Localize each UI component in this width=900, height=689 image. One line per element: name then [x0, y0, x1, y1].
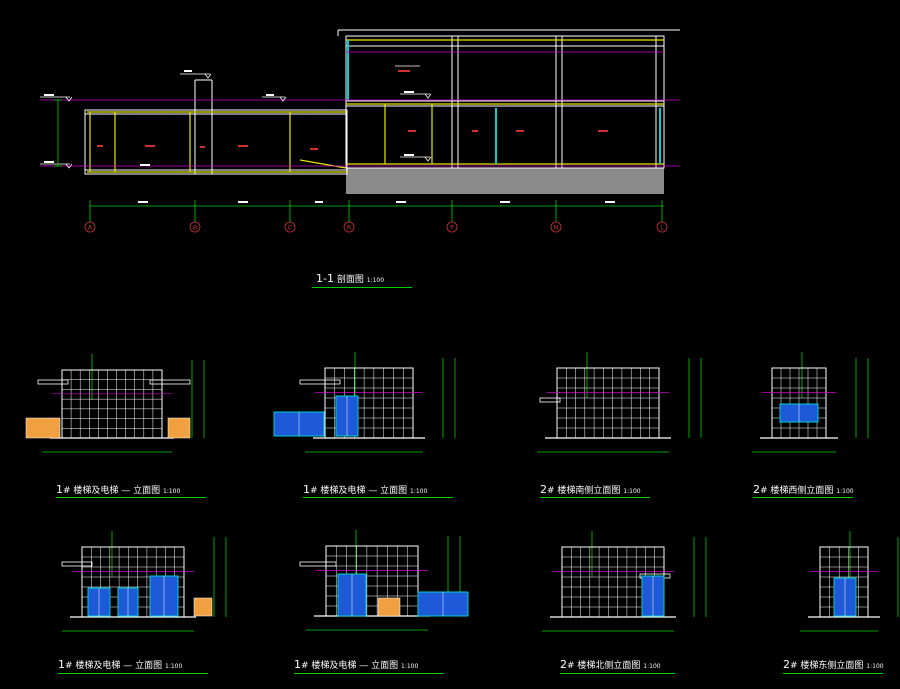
elevation-title-1-underline	[56, 497, 206, 498]
section-dimension-chain	[89, 200, 664, 222]
level-datum-lines	[40, 51, 680, 167]
elevation-title-8-underline	[783, 673, 883, 674]
elevation-title-3: 2# 楼梯南侧立面图 1:100	[540, 483, 641, 496]
equipment-block	[193, 597, 213, 617]
section-title-number: 1-1	[316, 272, 334, 285]
elevation-7	[542, 531, 707, 632]
section-title-underline	[312, 287, 412, 288]
axis-label-3: C	[288, 225, 292, 232]
elevation-title-6: 1# 楼梯及电梯 — 立面图 1:100	[294, 658, 419, 671]
axis-label-4: R	[347, 225, 351, 232]
left-building-yellow-structure	[87, 111, 347, 173]
right-building-outline	[337, 29, 680, 169]
axis-bubble-1: A	[84, 221, 96, 233]
section-title: 1-1 剖面图 1:100	[316, 272, 384, 285]
right-building-yellow-structure	[346, 39, 664, 165]
section-title-scale: 1:100	[366, 277, 385, 284]
canopy	[37, 379, 69, 385]
elevation-title-5: 1# 楼梯及电梯 — 立面图 1:100	[58, 658, 183, 671]
elevation-title-3-underline	[540, 497, 650, 498]
axis-label-1: A	[88, 225, 93, 232]
elevation-6	[299, 530, 469, 631]
axis-label-2: B	[193, 225, 197, 232]
level-text-marks	[44, 70, 414, 166]
facade-outline	[556, 367, 660, 439]
elevation-title-2-underline	[303, 497, 453, 498]
equipment-block	[377, 597, 401, 617]
equipment-block	[167, 417, 191, 439]
axis-bubbles: A B C R P N L	[84, 221, 668, 233]
axis-bubble-7: L	[656, 221, 668, 233]
elevation-title-4-underline	[753, 497, 853, 498]
axis-label-5: P	[450, 225, 454, 232]
canopy	[299, 379, 341, 385]
level-markers	[40, 65, 432, 169]
axis-bubble-4: R	[343, 221, 355, 233]
equipment-block	[25, 417, 61, 439]
section-title-text: 剖面图	[336, 275, 364, 285]
elevation-title-6-underline	[294, 673, 444, 674]
axis-bubble-5: P	[446, 221, 458, 233]
section-vertical-dimension	[54, 99, 62, 167]
elevation-1	[25, 354, 205, 453]
axis-label-7: L	[660, 225, 664, 232]
elevation-title-8: 2# 楼梯东侧立面图 1:100	[783, 658, 884, 671]
elevation-title-7: 2# 楼梯北侧立面图 1:100	[560, 658, 661, 671]
elevation-3	[537, 352, 702, 453]
canopy	[299, 561, 337, 567]
cyan-columns	[347, 40, 661, 164]
elevation-8	[800, 531, 899, 632]
elevation-title-4: 2# 楼梯西侧立面图 1:100	[753, 483, 854, 496]
axis-label-6: N	[554, 225, 559, 232]
canopy	[149, 379, 191, 385]
facade-outline	[61, 369, 163, 439]
canopy	[539, 397, 561, 403]
left-building-outline	[84, 79, 348, 175]
elevation-title-5-underline	[58, 673, 208, 674]
foundation-slab	[346, 168, 664, 194]
elevation-title-1: 1# 楼梯及电梯 — 立面图 1:100	[56, 483, 181, 496]
elevation-title-2: 1# 楼梯及电梯 — 立面图 1:100	[303, 483, 428, 496]
elevation-5	[61, 531, 227, 632]
room-label-marks	[97, 70, 608, 150]
section-dimension-text-marks	[138, 201, 615, 203]
axis-bubble-3: C	[284, 221, 296, 233]
axis-bubble-6: N	[550, 221, 562, 233]
elevation-2	[273, 352, 456, 453]
elevation-title-7-underline	[560, 673, 675, 674]
elevation-4	[752, 352, 869, 453]
elevation-drawings	[25, 352, 899, 632]
axis-bubble-2: B	[189, 221, 201, 233]
canopy	[61, 561, 93, 567]
section-1-1-drawing: A B C R P N L	[40, 29, 680, 233]
